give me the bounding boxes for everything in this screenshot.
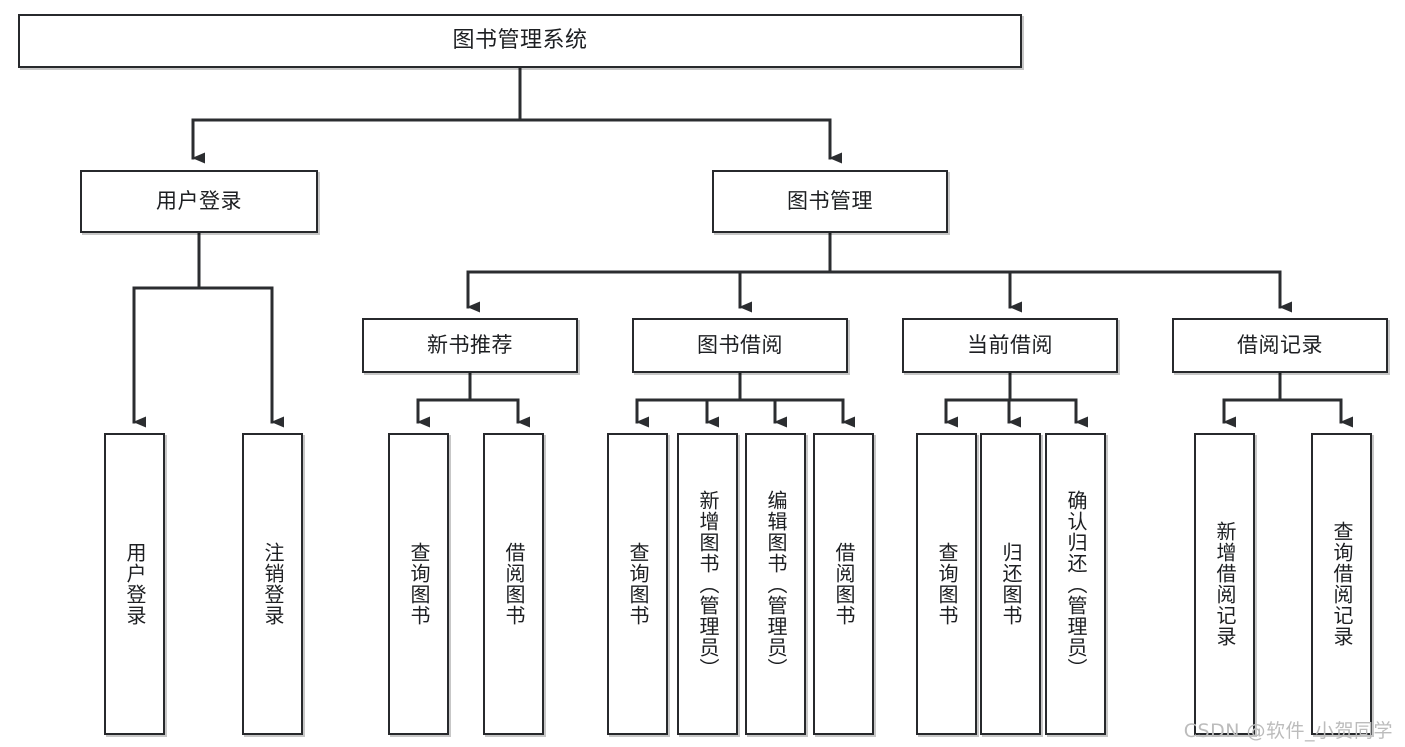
node-label: 图书管理 — [787, 189, 873, 214]
node-book-management[interactable]: 图书管理 — [712, 170, 948, 233]
node-root-book-management-system[interactable]: 图书管理系统 — [18, 14, 1022, 68]
node-label: 新增图书（管理员） — [696, 489, 720, 679]
leaf-add-borrow-record[interactable]: 新增借阅记录 — [1194, 433, 1255, 735]
node-current-borrowing[interactable]: 当前借阅 — [902, 318, 1118, 373]
leaf-borrow-book[interactable]: 借阅图书 — [813, 433, 874, 735]
node-label: 编辑图书（管理员） — [764, 489, 788, 679]
leaf-return-book[interactable]: 归还图书 — [980, 433, 1041, 735]
node-label: 新增借阅记录 — [1213, 521, 1237, 647]
leaf-query-book-new[interactable]: 查询图书 — [388, 433, 449, 735]
leaf-user-login[interactable]: 用户登录 — [104, 433, 165, 735]
node-label: 新书推荐 — [427, 333, 513, 358]
node-label: 当前借阅 — [967, 333, 1053, 358]
node-label: 查询图书 — [935, 542, 959, 626]
node-label: 确认归还（管理员） — [1064, 489, 1088, 679]
node-label: 注销登录 — [261, 542, 285, 626]
node-borrowing-record[interactable]: 借阅记录 — [1172, 318, 1388, 373]
node-label: 查询图书 — [407, 542, 431, 626]
node-label: 借阅图书 — [502, 542, 526, 626]
leaf-query-borrow-record[interactable]: 查询借阅记录 — [1311, 433, 1372, 735]
node-label: 图书管理系统 — [452, 28, 588, 54]
node-user-login[interactable]: 用户登录 — [80, 170, 318, 233]
leaf-confirm-return-admin[interactable]: 确认归还（管理员） — [1045, 433, 1106, 735]
node-label: 借阅记录 — [1237, 333, 1323, 358]
leaf-logout[interactable]: 注销登录 — [242, 433, 303, 735]
node-book-borrowing[interactable]: 图书借阅 — [632, 318, 848, 373]
node-new-book-recommendation[interactable]: 新书推荐 — [362, 318, 578, 373]
node-label: 查询借阅记录 — [1330, 521, 1354, 647]
leaf-borrow-book-new[interactable]: 借阅图书 — [483, 433, 544, 735]
node-label: 用户登录 — [123, 542, 147, 626]
leaf-query-book-current[interactable]: 查询图书 — [916, 433, 977, 735]
node-label: 用户登录 — [156, 189, 242, 214]
node-label: 查询图书 — [626, 542, 650, 626]
leaf-query-book-borrow[interactable]: 查询图书 — [607, 433, 668, 735]
leaf-edit-book-admin[interactable]: 编辑图书（管理员） — [745, 433, 806, 735]
node-label: 图书借阅 — [697, 333, 783, 358]
node-label: 借阅图书 — [832, 542, 856, 626]
leaf-add-book-admin[interactable]: 新增图书（管理员） — [677, 433, 738, 735]
node-label: 归还图书 — [999, 542, 1023, 626]
